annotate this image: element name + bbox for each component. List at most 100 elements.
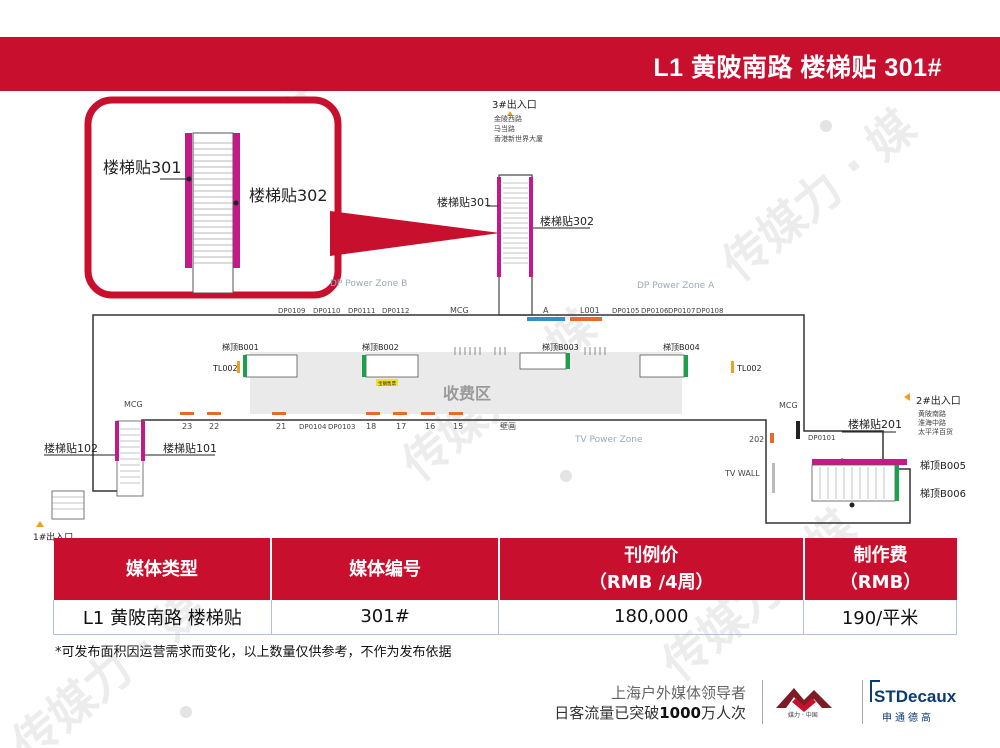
- exit3-item: 马当路: [494, 124, 515, 133]
- stdecaux-sub: 申通德高: [882, 713, 934, 724]
- code-l001: L001: [580, 306, 600, 315]
- zone-tv: TV Power Zone: [574, 435, 643, 445]
- ceiling-b003-mark: [566, 353, 570, 369]
- stdecaux-bracket-icon: [870, 680, 880, 702]
- stair-sticker-101: [141, 421, 145, 461]
- label-tl002-right: TL002: [736, 364, 762, 373]
- media-a-bar: [527, 317, 565, 321]
- code-22: 22: [209, 422, 219, 431]
- label-stair-201: 楼梯贴201: [848, 417, 902, 431]
- code-dp0104: DP0104: [299, 423, 327, 431]
- exit3-arrow-icon: [507, 111, 513, 116]
- label-b004: 梯顶B004: [663, 342, 700, 352]
- header-bar: [0, 37, 1000, 91]
- code-dp0111: DP0111: [348, 307, 375, 315]
- tl002-right-mark: [731, 361, 734, 373]
- zoom-leader-dot: [186, 176, 192, 182]
- code-16: 16: [425, 422, 435, 431]
- stair-101-102-steps: [120, 428, 140, 484]
- escalator-b001: [244, 354, 298, 378]
- code-a: A: [543, 306, 549, 315]
- zoom-leader-dot: [233, 200, 239, 206]
- table-header-row: 媒体类型 媒体编号 刊例价（RMB /4周） 制作费（RMB）: [53, 538, 957, 600]
- cell-production-fee: 190/平米: [803, 600, 957, 635]
- fare-gates: [454, 347, 606, 355]
- code-21: 21: [276, 422, 286, 431]
- code-dp0108: DP0108: [696, 307, 723, 315]
- label-mcg-left: MCG: [124, 400, 143, 409]
- code-dp0110: DP0110: [313, 307, 340, 315]
- code-dp0106: DP0106: [641, 307, 669, 315]
- label-stair-102: 楼梯贴102: [44, 441, 98, 455]
- cell-price: 180,000: [498, 600, 805, 635]
- station-map: 楼梯贴301 楼梯贴302 3#出入口 金陵西路 马当路 香港新世界大厦 楼梯贴…: [0, 91, 1000, 551]
- ticket-badge: [376, 379, 398, 386]
- code-15: 15: [453, 422, 463, 431]
- tv-wall-mark: [772, 463, 775, 493]
- label-tl002-left: TL002: [212, 364, 238, 373]
- label-stair-301: 楼梯贴301: [437, 195, 491, 209]
- label-b003: 梯顶B003: [542, 342, 579, 352]
- exit3-title: 3#出入口: [492, 98, 537, 111]
- bottom-media-bars: [180, 412, 463, 415]
- exit2-title: 2#出入口: [916, 394, 961, 407]
- exit3-steps: [503, 182, 528, 264]
- escalator-b005-b006: [811, 464, 896, 502]
- ceiling-b005-b006-mark: [895, 465, 899, 501]
- footer-traffic: 日客流量已突破1000万人次: [554, 704, 746, 722]
- footer-slogan: 上海户外媒体领导者: [610, 684, 746, 702]
- stdecaux-name: STDecaux: [874, 687, 957, 706]
- concourse-outline: [92, 314, 911, 524]
- ceiling-b002-mark: [362, 355, 366, 377]
- exit3-item: 香港新世界大厦: [494, 134, 543, 143]
- meili-logo-icon: 媒力 · 中国: [776, 688, 832, 719]
- header-media-number: 媒体编号: [271, 538, 500, 600]
- watermark-dot: [180, 706, 192, 718]
- exit2-arrow-icon: [904, 393, 910, 401]
- zoom-escalator-steps: [193, 142, 233, 264]
- label-stair-302: 楼梯贴302: [540, 214, 594, 228]
- svg-text:媒力 · 中国: 媒力 · 中国: [788, 711, 818, 719]
- table-row: L1 黄陂南路 楼梯贴 301# 180,000 190/平米: [53, 600, 957, 635]
- header-production-fee: 制作费（RMB）: [803, 538, 957, 600]
- escalator-b004: [639, 354, 685, 378]
- label-mcg-right: MCG: [779, 401, 798, 410]
- exit2-item: 黄陂南路: [918, 409, 946, 418]
- stair-exit1-steps: [52, 496, 84, 510]
- stdecaux-logo: STDecaux 申通德高: [870, 680, 984, 724]
- exit1-arrow-icon: [36, 521, 44, 527]
- escalator-b005-steps: [819, 467, 885, 499]
- ceiling-b004-mark: [684, 355, 688, 377]
- cell-media-number: 301#: [270, 600, 500, 635]
- code-mcg-top: MCG: [450, 306, 469, 315]
- stair-exit1: [51, 490, 85, 520]
- ceiling-b001-mark: [243, 355, 247, 377]
- zone-dp-a: DP Power Zone A: [637, 281, 715, 291]
- exit2-item: 太平洋百货: [918, 427, 953, 436]
- zone-dp-b: DP Power Zone B: [330, 279, 407, 289]
- ticket-badge-label: 宝钢售票: [378, 380, 396, 387]
- code-dp0101: DP0101: [808, 434, 835, 442]
- code-18: 18: [366, 422, 376, 431]
- stair-sticker-301: [497, 177, 501, 277]
- stair-sticker-201: [812, 459, 907, 465]
- code-dp0112: DP0112: [382, 307, 409, 315]
- stair-sticker-102: [115, 421, 119, 461]
- zoom-label-301: 楼梯贴301: [103, 158, 182, 177]
- code-23: 23: [182, 422, 192, 431]
- label-b006: 梯顶B006: [920, 487, 966, 500]
- zoom-stair-sticker-right: [233, 133, 240, 268]
- label-stair-101: 楼梯贴101: [163, 441, 217, 455]
- watermark-dot: [820, 120, 832, 132]
- zoom-callout-pointer: [330, 211, 500, 256]
- code-dp0109: DP0109: [278, 307, 305, 315]
- label-b001: 梯顶B001: [222, 342, 259, 352]
- tl002-left-mark: [237, 361, 240, 373]
- code-mural: 壁画: [500, 421, 516, 431]
- media-l001-bar: [570, 317, 602, 321]
- label-tv-wall: TV WALL: [724, 469, 760, 478]
- footer-divider: [762, 680, 763, 724]
- exit3-item: 金陵西路: [494, 114, 522, 123]
- disclaimer-note: *可发布面积因运营需求而变化，以上数量仅供参考，不作为发布依据: [55, 645, 452, 660]
- code-dp0103: DP0103: [328, 423, 355, 431]
